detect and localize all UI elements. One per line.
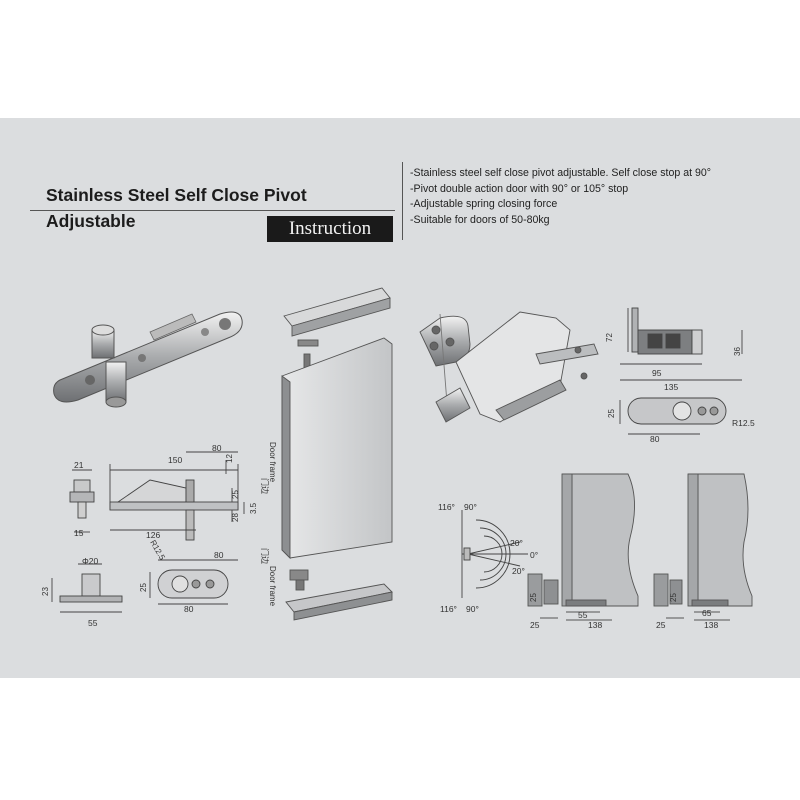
technical-drawings: 150 80 12 25 28 3.5 126 门边 Door frame 21…	[41, 287, 755, 630]
angle-90-bottom: 90°	[466, 604, 479, 614]
dim-21: 21	[74, 460, 84, 470]
door-frame-cn-label-2: 门边	[260, 548, 270, 564]
install-section-1	[527, 473, 639, 621]
bottom-pivot-section	[51, 563, 123, 613]
swing-angle-diagram	[461, 510, 528, 598]
angle-20-bottom: 20°	[512, 566, 525, 576]
title-line-1: Stainless Steel Self Close Pivot	[46, 185, 307, 205]
dim-r12-5-right: R12.5	[732, 418, 755, 428]
dim-36: 36	[733, 347, 742, 356]
top-right-plate	[619, 397, 727, 435]
dim-80: 80	[212, 443, 222, 453]
dim-138-install2: 138	[704, 620, 718, 630]
dim-80-plate: 80	[184, 604, 194, 614]
dim-28: 28	[231, 513, 240, 522]
spec-item: -Pivot double action door with 90° or 10…	[410, 182, 629, 195]
angle-20-top: 20°	[510, 538, 523, 548]
angle-90-top: 90°	[464, 502, 477, 512]
angle-116-bottom: 116°	[440, 604, 457, 614]
dim-95: 95	[652, 368, 662, 378]
dim-25-plate: 25	[139, 583, 148, 592]
angle-116-top: 116°	[438, 502, 455, 512]
top-right-section	[620, 307, 743, 381]
dim-phi20: Φ20	[82, 556, 99, 566]
dim-15: 15	[74, 528, 84, 538]
pivot-hinge-perspective	[53, 311, 243, 408]
dim-65: 65	[702, 608, 712, 618]
dim-12: 12	[225, 454, 234, 463]
instruction-label: Instruction	[267, 216, 393, 242]
dim-25-install1-b: 25	[530, 620, 540, 630]
dim-72: 72	[605, 333, 614, 342]
title-line-2: Adjustable	[46, 211, 136, 231]
door-frame-en-label-2: Door frame	[268, 566, 277, 607]
dim-25-install2-b: 25	[656, 620, 666, 630]
door-frame-en-label: Door frame	[268, 442, 277, 483]
dim-55: 55	[88, 618, 98, 628]
dim-25-install2: 25	[669, 593, 678, 602]
dim-3-5: 3.5	[249, 502, 258, 514]
door-assembly-exploded	[281, 287, 393, 621]
dim-80-right: 80	[650, 434, 660, 444]
pivot-side-view	[109, 451, 245, 541]
dim-25-right: 25	[607, 409, 616, 418]
dim-150: 150	[168, 455, 182, 465]
spec-list: -Stainless steel self close pivot adjust…	[410, 166, 711, 228]
product-title: Stainless Steel Self Close Pivot Adjusta…	[46, 182, 307, 234]
bottom-plate-top-view	[149, 559, 238, 605]
angle-0: 0°	[530, 550, 538, 560]
title-rule	[30, 210, 395, 211]
dim-80-top: 80	[214, 550, 224, 560]
dim-55-install: 55	[578, 610, 588, 620]
pivot-mounted-perspective	[419, 311, 599, 423]
spec-item: -Suitable for doors of 50-80kg	[410, 213, 550, 226]
dim-25-install1: 25	[529, 593, 538, 602]
dim-25: 25	[231, 490, 240, 499]
dim-r12-5: R12.5	[148, 539, 167, 562]
dim-126: 126	[146, 530, 160, 540]
dim-135: 135	[664, 382, 678, 392]
pin-side-view	[69, 469, 95, 533]
spec-item: -Stainless steel self close pivot adjust…	[410, 167, 712, 179]
install-section-2	[653, 473, 753, 621]
dim-138-install1: 138	[588, 620, 602, 630]
spec-item: -Adjustable spring closing force	[410, 198, 558, 211]
dim-23: 23	[41, 587, 50, 596]
header-divider	[402, 162, 403, 240]
door-frame-cn-label: 门边	[260, 478, 270, 494]
